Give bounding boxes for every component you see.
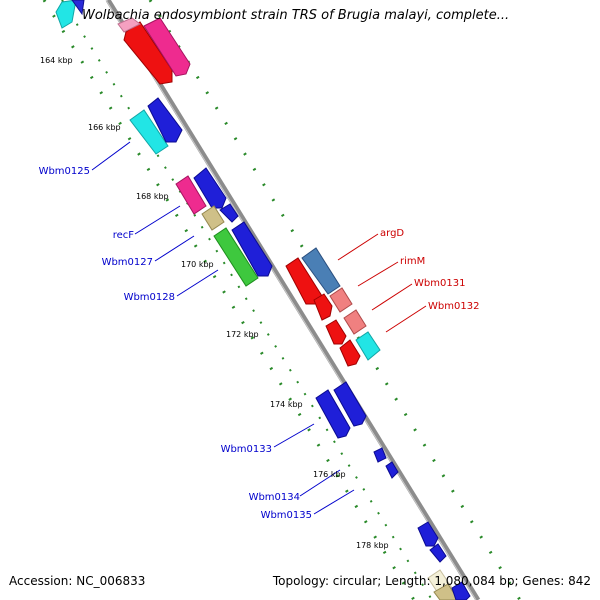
gene-arrow — [333, 381, 367, 427]
leader-wbm0128 — [176, 269, 219, 297]
gene-arrow — [339, 339, 361, 367]
gene-arrow — [143, 17, 191, 77]
backbone-group — [105, 0, 481, 600]
gene-label-wbm0135[interactable]: Wbm0135 — [261, 510, 312, 521]
gene-arrow — [325, 319, 347, 345]
label-leaders — [91, 141, 427, 515]
tick-label-174-kbp: 174 kbp — [270, 400, 303, 409]
gene-arrow — [343, 309, 367, 335]
gene-arrow — [71, 0, 85, 16]
gene-arrow — [433, 583, 459, 600]
map-title: Wolbachia endosymbiont strain TRS of Bru… — [82, 8, 510, 23]
leader-wbm0125 — [91, 141, 131, 171]
gene-label-argd[interactable]: argD — [380, 228, 404, 239]
gene-arrow — [329, 287, 353, 313]
gene-arrow — [193, 167, 227, 209]
gene-label-wbm0134[interactable]: Wbm0134 — [249, 492, 300, 503]
tick-label-168-kbp: 168 kbp — [136, 192, 169, 201]
gene-label-wbm0133[interactable]: Wbm0133 — [221, 444, 272, 455]
gene-arrow — [301, 247, 341, 295]
gene-label-recf[interactable]: recF — [113, 230, 135, 241]
accession-info: Accession: NC_006833 — [9, 574, 146, 588]
gene-label-wbm0127[interactable]: Wbm0127 — [102, 257, 153, 268]
gene-arrow — [147, 97, 183, 143]
gene-arrow — [417, 521, 439, 547]
gene-label-wbm0131[interactable]: Wbm0131 — [414, 278, 465, 289]
gene-label-wbm0132[interactable]: Wbm0132 — [428, 301, 479, 312]
leader-wbm0133 — [273, 423, 315, 448]
gene-label-wbm0125[interactable]: Wbm0125 — [39, 166, 90, 177]
gene-arrow — [451, 581, 471, 600]
tick-labels: 164 kbp 166 kbp 168 kbp 170 kbp 172 kbp … — [40, 56, 389, 550]
gene-arrow — [175, 175, 207, 215]
gene-arrow — [123, 21, 173, 85]
features — [55, 0, 471, 600]
tick-label-170-kbp: 170 kbp — [181, 260, 214, 269]
tick-label-176-kbp: 176 kbp — [313, 470, 346, 479]
gene-arrow — [55, 0, 77, 29]
topology-info: Topology: circular; Length: 1,080,084 bp… — [272, 574, 591, 588]
inner-minor-tick-line — [61, 0, 433, 600]
gene-arrow — [385, 461, 399, 479]
leader-rimm — [357, 261, 399, 287]
leader-wbm0127 — [154, 235, 195, 262]
gene-arrow — [231, 221, 273, 277]
tick-label-172-kbp: 172 kbp — [226, 330, 259, 339]
leader-wbm0132 — [385, 305, 427, 333]
gene-arrow — [315, 389, 351, 439]
tick-label-178-kbp: 178 kbp — [356, 541, 389, 550]
gene-arrow — [213, 227, 259, 287]
gene-arrow — [313, 293, 333, 321]
gene-label-wbm0128[interactable]: Wbm0128 — [124, 292, 175, 303]
gene-arrow — [201, 205, 225, 231]
gene-arrow — [429, 543, 447, 563]
genome-backbone — [105, 0, 481, 600]
gene-labels-forward: Wbm0125 recF Wbm0127 Wbm0128 Wbm0133 Wbm… — [39, 166, 312, 521]
tick-label-166-kbp: 166 kbp — [88, 123, 121, 132]
leader-argd — [337, 233, 379, 261]
leader-recf — [134, 205, 181, 235]
gene-arrow — [373, 447, 387, 463]
gene-arrow — [355, 331, 381, 361]
gene-labels-reverse: argD rimM Wbm0131 Wbm0132 — [380, 228, 479, 312]
gene-arrow — [219, 203, 239, 223]
leader-wbm0134 — [299, 469, 341, 497]
inner-tick-line — [42, 0, 416, 600]
leader-wbm0135 — [313, 489, 355, 515]
leader-wbm0131 — [371, 283, 413, 311]
gene-arrow — [129, 109, 169, 155]
gene-label-rimm[interactable]: rimM — [400, 256, 425, 267]
tick-label-164-kbp: 164 kbp — [40, 56, 73, 65]
gene-arrow — [117, 17, 141, 33]
